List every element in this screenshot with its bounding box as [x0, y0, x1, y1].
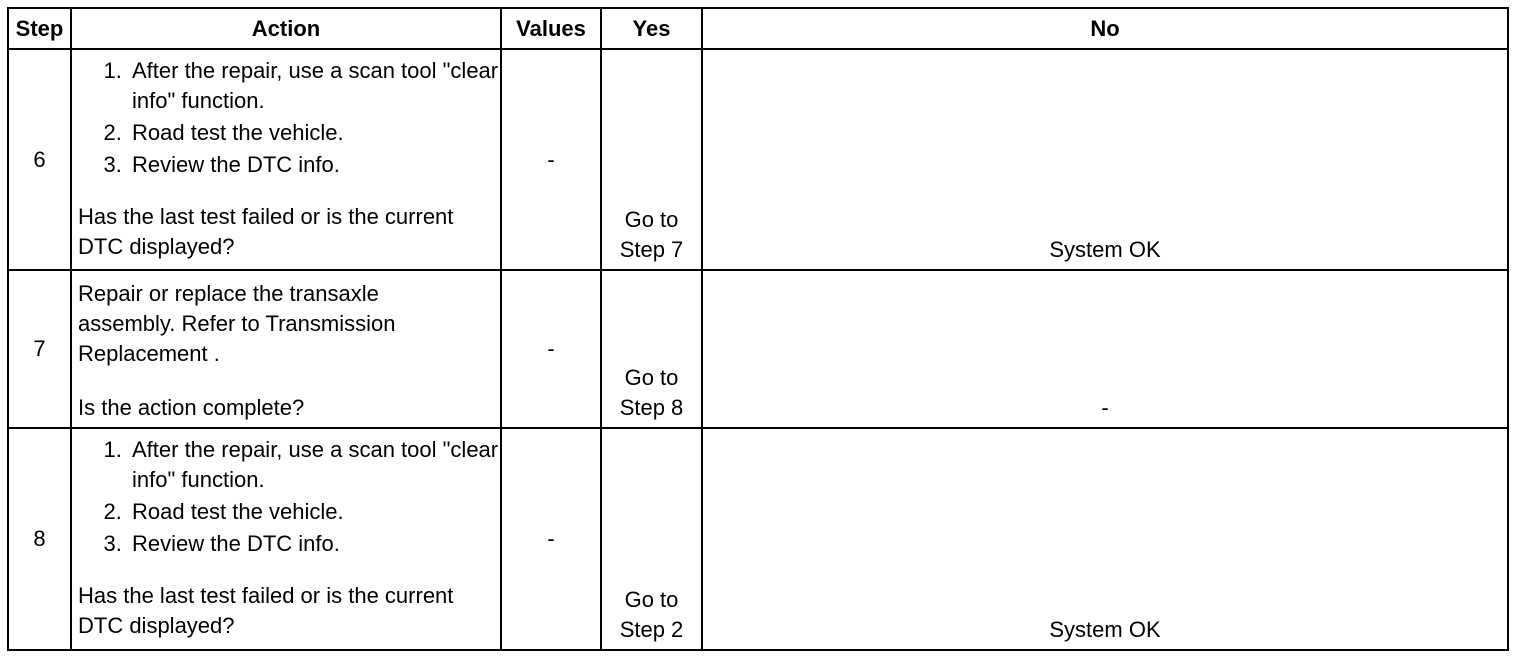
action-item: After the repair, use a scan tool "clear…	[128, 435, 500, 495]
table-row-step-8: 8 After the repair, use a scan tool "cle…	[7, 427, 1509, 651]
table-row-step-6: 6 After the repair, use a scan tool "cle…	[7, 48, 1509, 271]
yes-link[interactable]: Go to Step 7	[600, 48, 703, 271]
no-result: System OK	[701, 48, 1509, 271]
action-question: Is the action complete?	[78, 395, 305, 420]
action-paragraph: Repair or replace the transaxle assembly…	[78, 281, 396, 366]
action-item: Road test the vehicle.	[128, 118, 500, 148]
action-cell: After the repair, use a scan tool "clear…	[70, 427, 502, 651]
header-values: Values	[500, 7, 602, 50]
action-item: Review the DTC info.	[128, 529, 500, 559]
step-number: 7	[7, 269, 72, 429]
values-cell: -	[500, 48, 602, 271]
diagnostic-table: Step Action Values Yes No 6 After the re…	[7, 7, 1509, 651]
yes-link[interactable]: Go to Step 2	[600, 427, 703, 651]
action-question: Has the last test failed or is the curre…	[78, 583, 454, 638]
header-action: Action	[70, 7, 502, 50]
header-row: Step Action Values Yes No	[7, 7, 1509, 50]
header-step: Step	[7, 7, 72, 50]
values-cell: -	[500, 269, 602, 429]
yes-link[interactable]: Go to Step 8	[600, 269, 703, 429]
action-item: Review the DTC info.	[128, 150, 500, 180]
action-cell: Repair or replace the transaxle assembly…	[70, 269, 502, 429]
action-list: After the repair, use a scan tool "clear…	[78, 56, 500, 180]
action-list: After the repair, use a scan tool "clear…	[78, 435, 500, 559]
no-result: -	[701, 269, 1509, 429]
header-yes: Yes	[600, 7, 703, 50]
values-cell: -	[500, 427, 602, 651]
action-question: Has the last test failed or is the curre…	[78, 204, 454, 259]
no-result: System OK	[701, 427, 1509, 651]
table-row-step-7: 7 Repair or replace the transaxle assemb…	[7, 269, 1509, 429]
step-number: 8	[7, 427, 72, 651]
step-number: 6	[7, 48, 72, 271]
action-cell: After the repair, use a scan tool "clear…	[70, 48, 502, 271]
action-item: Road test the vehicle.	[128, 497, 500, 527]
header-no: No	[701, 7, 1509, 50]
action-item: After the repair, use a scan tool "clear…	[128, 56, 500, 116]
